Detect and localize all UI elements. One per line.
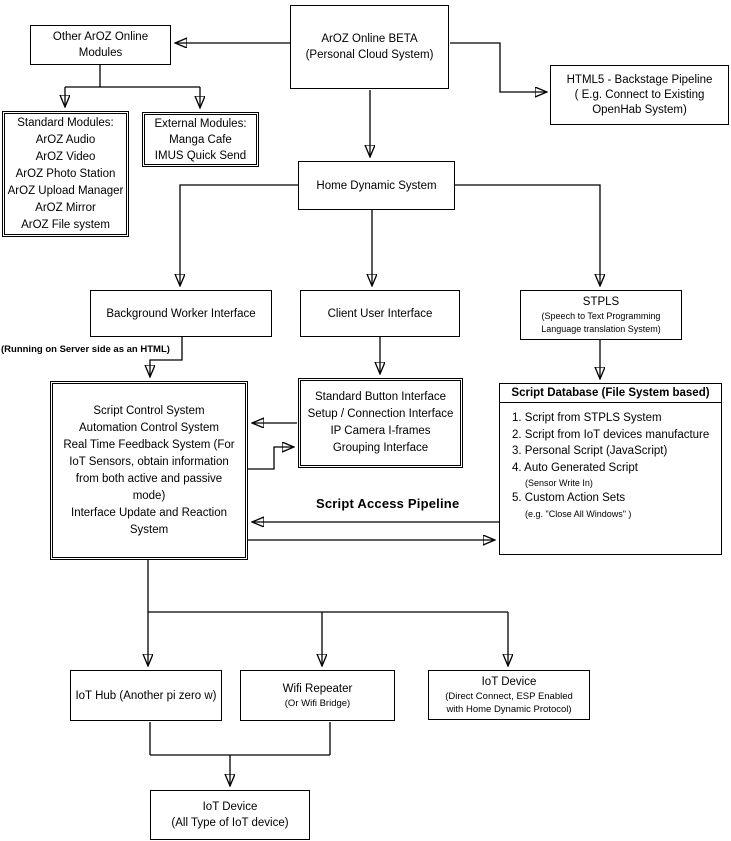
node-label: ArOZ Mirror	[35, 201, 96, 214]
node-stpls: STPLS (Speech to Text Programming Langua…	[520, 290, 682, 340]
node-label: Automation Control System	[79, 421, 219, 434]
list-item: 4. Auto Generated Script	[512, 461, 638, 474]
node-label: Manga Cafe	[169, 133, 232, 146]
node-external-modules: External Modules: Manga Cafe IMUS Quick …	[142, 112, 259, 167]
node-client-user-interface: Client User Interface	[300, 290, 460, 337]
node-iot-device-direct-connect: IoT Device (Direct Connect, ESP Enabled …	[428, 670, 590, 720]
node-label: ArOZ Photo Station	[15, 167, 116, 180]
connector-aroz-to-html5	[450, 42, 545, 92]
connector-plain-segments	[65, 65, 508, 756]
list-item: 2. Script from IoT devices manufacture	[512, 428, 710, 441]
script-database-list: 1. Script from STPLS System 2. Script fr…	[500, 403, 721, 521]
node-label: ArOZ Video	[35, 150, 96, 163]
node-label: ArOZ File system	[21, 218, 110, 231]
node-aroz-online-beta: ArOZ Online BETA (Personal Cloud System)	[290, 5, 449, 89]
node-label: ( E.g. Connect to Existing	[574, 88, 705, 101]
list-item: 3. Personal Script (JavaScript)	[512, 445, 668, 457]
node-label: Client User Interface	[327, 307, 433, 320]
node-iot-device-all-types: IoT Device (All Type of IoT device)	[150, 790, 310, 840]
node-label: (All Type of IoT device)	[171, 817, 289, 829]
node-title: IoT Device	[481, 676, 537, 688]
node-label: Interface Update and Reaction System	[71, 506, 227, 536]
node-background-worker-interface: Background Worker Interface	[90, 290, 272, 337]
node-label: ArOZ Upload Manager	[7, 184, 124, 197]
node-label: Other ArOZ Online	[52, 31, 149, 43]
node-wifi-repeater: Wifi Repeater (Or Wifi Bridge)	[240, 670, 395, 721]
node-title: STPLS	[582, 295, 620, 308]
node-label: IoT Device	[202, 801, 258, 813]
list-subitem: (Sensor Write In)	[525, 478, 593, 488]
connector-home-to-background-worker	[180, 184, 298, 284]
node-label: Setup / Connection Interface	[307, 408, 454, 420]
connector-background-to-script-control	[150, 337, 183, 375]
node-label: ArOZ Online BETA	[321, 33, 418, 45]
node-label: External Modules:	[154, 117, 247, 130]
node-label: (Personal Cloud System)	[305, 49, 434, 61]
node-label: Standard Modules:	[17, 116, 114, 129]
node-standard-button-interface: Standard Button Interface Setup / Connec…	[298, 378, 463, 468]
node-label: OpenHab System)	[592, 103, 687, 116]
node-title: Wifi Repeater	[282, 683, 353, 695]
node-label: Grouping Interface	[332, 442, 429, 454]
node-subtitle: Language translation System)	[541, 323, 661, 334]
list-subitem: (e.g. "Close All Windows" )	[525, 508, 632, 519]
node-script-control-system: Script Control System Automation Control…	[50, 381, 248, 560]
node-subtitle: with Home Dynamic Protocol)	[446, 704, 572, 715]
node-standard-modules: Standard Modules: ArOZ Audio ArOZ Video …	[2, 111, 129, 237]
script-database-header: Script Database (File System based)	[500, 384, 721, 403]
script-access-pipeline-label: Script Access Pipeline	[316, 496, 460, 511]
node-iot-hub: IoT Hub (Another pi zero w)	[70, 670, 222, 721]
node-other-aroz-modules: Other ArOZ Online Modules	[30, 25, 171, 65]
node-script-database: Script Database (File System based) 1. S…	[499, 383, 722, 555]
node-label: IMUS Quick Send	[154, 149, 247, 162]
node-subtitle: (Direct Connect, ESP Enabled	[445, 691, 573, 702]
node-label: Script Control System	[93, 404, 205, 417]
connector-home-to-stpls	[455, 184, 600, 284]
node-label: IP Camera I-frames	[330, 425, 431, 437]
list-item: 1. Script from STPLS System	[512, 412, 662, 424]
node-label: Background Worker Interface	[106, 307, 256, 320]
node-subtitle: (Speech to Text Programming	[541, 310, 661, 321]
node-label: Modules	[78, 47, 123, 59]
node-label: HTML5 - Backstage Pipeline	[566, 73, 713, 86]
node-html5-backstage-pipeline: HTML5 - Backstage Pipeline ( E.g. Connec…	[550, 65, 729, 125]
node-label: ArOZ Audio	[35, 133, 96, 146]
connector-script-control-to-interfaces	[248, 447, 292, 470]
running-on-server-note: (Running on Server side as an HTML)	[1, 344, 170, 355]
node-home-dynamic-system: Home Dynamic System	[298, 161, 455, 210]
node-label: Home Dynamic System	[316, 179, 437, 192]
node-label: Real Time Feedback System (For IoT Senso…	[63, 438, 235, 502]
list-item: 5. Custom Action Sets	[512, 492, 626, 504]
node-label: Standard Button Interface	[314, 391, 447, 403]
node-label: IoT Hub (Another pi zero w)	[75, 689, 217, 702]
node-subtitle: (Or Wifi Bridge)	[284, 698, 351, 709]
